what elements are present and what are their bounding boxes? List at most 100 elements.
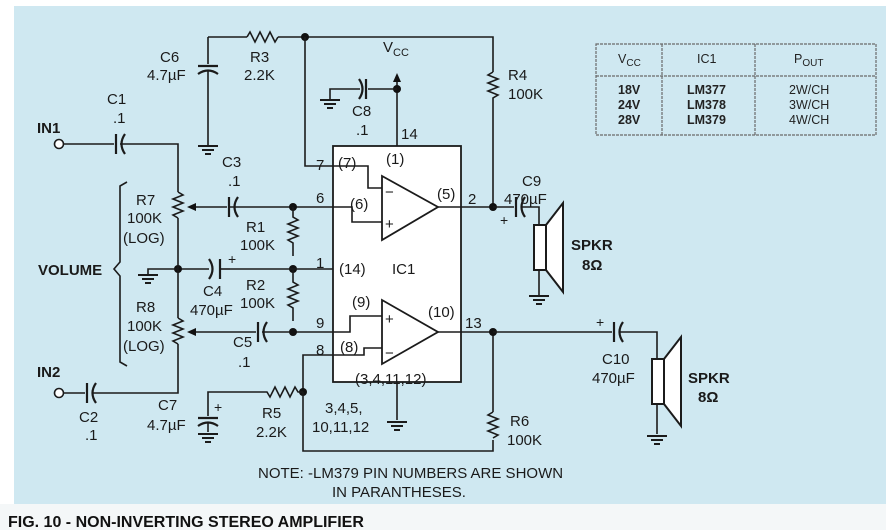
wire: [304, 37, 333, 167]
c2-name: C2: [79, 409, 98, 426]
r6-value-visible: 100K: [507, 432, 542, 449]
table-cell: 24V: [618, 98, 641, 112]
table-cell: 28V: [618, 113, 641, 127]
wire: [302, 392, 494, 452]
table-cell: 18V: [618, 83, 641, 97]
spkr2-value: 8Ω: [698, 389, 718, 406]
in1-terminal[interactable]: [53, 138, 65, 150]
in2-label: IN2: [37, 364, 60, 381]
c5-name: C5: [233, 334, 252, 351]
r3-value: 2.2K: [244, 67, 275, 84]
r7-value: 100K: [127, 210, 162, 227]
pin-13: 13: [465, 315, 482, 332]
opamp-2-minus: −: [385, 345, 394, 362]
r4-resistor: [485, 71, 501, 100]
c1-name: C1: [107, 91, 126, 108]
spkr1-value: 8Ω: [582, 257, 602, 274]
c3-name: C3: [222, 154, 241, 171]
wire: [333, 206, 382, 223]
pin-14: 14: [401, 126, 418, 143]
opamp-1-plus: +: [385, 216, 394, 233]
pin-2: 2: [468, 191, 476, 208]
speaker-2-icon: [651, 334, 682, 429]
ic1-package: [332, 145, 462, 383]
r3-resistor: [246, 30, 279, 44]
ground-icon: [386, 421, 408, 431]
spkr1-name: SPKR: [571, 237, 613, 254]
r5-resistor: [262, 385, 303, 399]
ic-gnd-pins-alt: (3,4,11,12): [355, 371, 426, 388]
c5-value: .1: [238, 354, 251, 371]
c9-value: 470µF: [504, 191, 547, 208]
c8-name: C8: [352, 103, 371, 120]
volume-label: VOLUME: [38, 262, 102, 279]
figure-caption: FIG. 10 - NON-INVERTING STEREO AMPLIFIER: [8, 514, 364, 530]
r8-value: 100K: [127, 318, 162, 335]
ic1-label: IC1: [392, 261, 415, 278]
wire: [278, 36, 494, 72]
r4-name: R4: [508, 67, 527, 84]
c6-capacitor: [197, 37, 219, 155]
pin-9: 9: [316, 315, 324, 332]
r7-taper: (LOG): [123, 230, 165, 247]
c10-value: 470µF: [592, 370, 635, 387]
c3-capacitor: [187, 196, 239, 218]
pin-13-alt: (10): [428, 304, 455, 321]
pin-7-alt: (7): [338, 155, 356, 172]
c4-name: C4: [203, 283, 222, 300]
vcc-label: VCC: [383, 39, 409, 59]
table-cell: 4W/CH: [789, 113, 829, 127]
table-header-pout: POUT: [794, 52, 823, 69]
r6-resistor: [485, 411, 501, 439]
note-line-2: IN PARANTHESES.: [332, 484, 466, 501]
in2-terminal[interactable]: [53, 387, 65, 399]
opamp-2: [381, 298, 440, 366]
r7-potentiometer: [170, 191, 186, 219]
wire: [290, 315, 382, 333]
wire: [521, 206, 540, 225]
r5-name: R5: [262, 405, 281, 422]
pin-8-alt: (8): [340, 339, 358, 356]
r3-name: R3: [250, 49, 269, 66]
table-cell: LM379: [687, 113, 726, 127]
junction-dot: [289, 328, 297, 336]
spkr2-name: SPKR: [688, 370, 730, 387]
c1-value: .1: [113, 110, 126, 127]
pin-1: 1: [316, 255, 324, 272]
c3-value: .1: [228, 173, 241, 190]
c9-name: C9: [522, 173, 541, 190]
wire: [333, 347, 382, 356]
ground-icon: [197, 145, 219, 155]
caption-bar: [0, 504, 886, 530]
c7-value: 4.7µF: [147, 417, 186, 434]
vcc-arrow-icon: [393, 73, 401, 82]
r6-name: R6: [510, 413, 529, 430]
ground-icon: [646, 435, 668, 445]
note-line-1: NOTE: -LM379 PIN NUMBERS ARE SHOWN: [258, 465, 563, 482]
r1-name: R1: [246, 219, 265, 236]
pin-9-alt: (9): [352, 294, 370, 311]
pin-2-alt: (5): [437, 186, 455, 203]
ic-gnd-pins-line2: 10,11,12: [312, 419, 369, 436]
pin-14-alt: (1): [386, 151, 404, 168]
r7-name: R7: [136, 192, 155, 209]
r8-taper: (LOG): [123, 338, 165, 355]
pin-1-alt: (14): [339, 261, 366, 278]
r8-name: R8: [136, 299, 155, 316]
c5-capacitor: [187, 321, 290, 343]
r4-value: 100K: [508, 86, 543, 103]
c7-name: C7: [158, 397, 177, 414]
c10-polarity: +: [596, 314, 604, 330]
pin-6: 6: [316, 190, 324, 207]
c6-value: 4.7µF: [147, 67, 186, 84]
table-header-vcc: VCC: [618, 52, 641, 69]
c10-capacitor: +: [493, 314, 624, 343]
wire: [619, 331, 658, 359]
table-cell: LM378: [687, 98, 726, 112]
c8-capacitor: [319, 78, 397, 109]
r8-potentiometer: [170, 317, 186, 345]
wire: [302, 354, 333, 392]
spec-table: [595, 43, 877, 136]
r2-value: 100K: [240, 295, 275, 312]
